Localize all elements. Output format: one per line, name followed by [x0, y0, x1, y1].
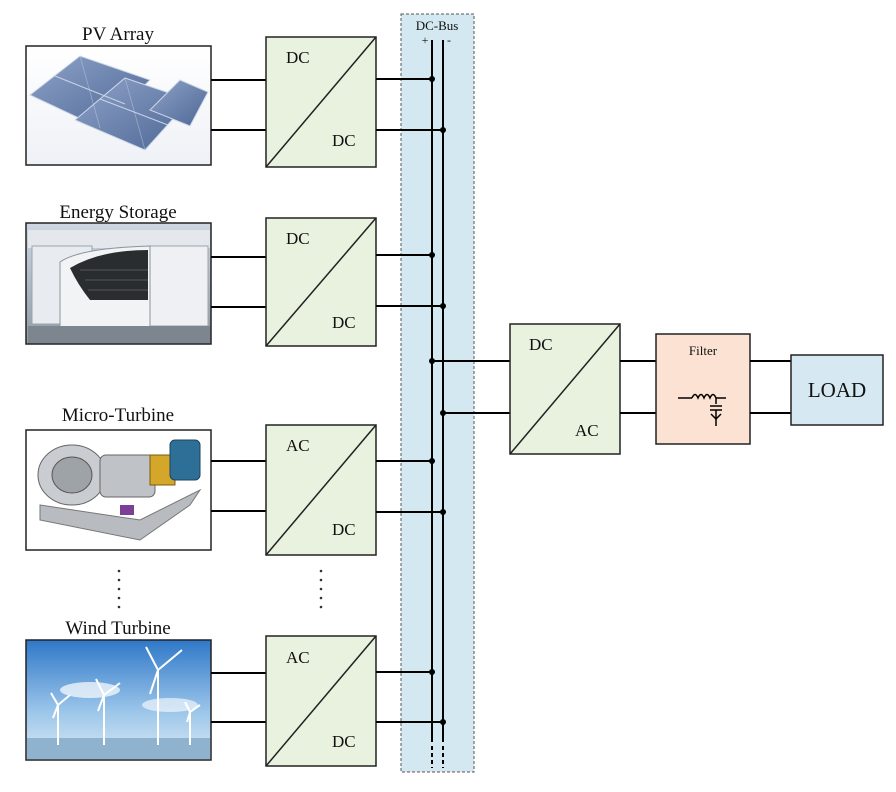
converter-box — [265, 217, 377, 347]
converter-box — [265, 424, 377, 556]
converter-input-type: DC — [286, 48, 310, 67]
converter-output-type: DC — [332, 313, 356, 332]
filter-label: Filter — [689, 343, 718, 358]
inverter-output-type: AC — [575, 421, 599, 440]
dc-bus-label: DC-Bus — [416, 18, 459, 33]
dc-bus-region — [400, 13, 475, 773]
pv-array-photo — [25, 45, 212, 166]
converter-output-type: DC — [332, 732, 356, 751]
dc-bus-plus-label: + — [422, 33, 429, 47]
junction-dot — [440, 127, 446, 133]
load-label: LOAD — [808, 378, 866, 402]
converter-input-type: AC — [286, 436, 310, 455]
junction-dot — [440, 303, 446, 309]
junction-dot — [440, 509, 446, 515]
load-box — [790, 354, 884, 426]
junction-dot — [440, 410, 446, 416]
junction-dot — [429, 76, 435, 82]
lc-filter-symbol — [678, 393, 726, 426]
more-sources-ellipsis — [117, 569, 121, 609]
converter-input-type: DC — [286, 229, 310, 248]
filter-box — [655, 333, 751, 445]
micro-turbine-photo — [25, 429, 212, 551]
converter-input-type: AC — [286, 648, 310, 667]
source-label: Micro-Turbine — [62, 405, 174, 426]
converter-output-type: DC — [332, 520, 356, 539]
junction-dot — [429, 252, 435, 258]
converter-box — [265, 635, 377, 767]
source-label: Energy Storage — [59, 202, 176, 223]
dc-bus-minus-label: - — [447, 33, 451, 47]
junction-dot — [429, 358, 435, 364]
converter-output-type: DC — [332, 131, 356, 150]
converter-box — [265, 36, 377, 168]
source-label: PV Array — [82, 24, 154, 45]
source-label: Wind Turbine — [65, 618, 170, 639]
junction-dot — [440, 719, 446, 725]
junction-dot — [429, 669, 435, 675]
inverter-input-type: DC — [529, 335, 553, 354]
inverter-box — [509, 323, 621, 455]
junction-dot — [429, 458, 435, 464]
more-converters-ellipsis — [319, 569, 323, 609]
energy-storage-photo — [25, 222, 212, 345]
wind-turbine-photo — [25, 639, 212, 761]
